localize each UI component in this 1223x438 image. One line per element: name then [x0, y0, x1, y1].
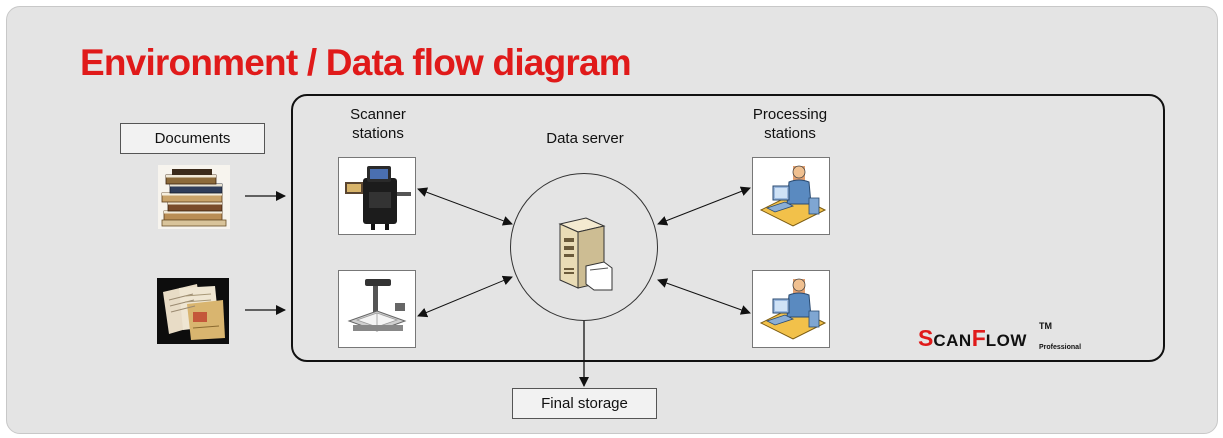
server-processing2-arrow [657, 278, 751, 315]
scanner-station-2 [338, 270, 416, 348]
loose-documents-icon [157, 278, 229, 344]
scanner1-server-arrow [417, 187, 513, 226]
processing-label-line-1: Processing [752, 106, 828, 123]
processing-stations-label: Processing stations [735, 105, 845, 143]
logo-s: S [918, 325, 934, 351]
logo-f: F [971, 325, 986, 351]
operator-workstation-icon [759, 165, 827, 227]
data-server-node [510, 173, 658, 321]
production-scanner-icon [345, 166, 411, 230]
server-icon [558, 217, 613, 291]
final-storage-label: Final storage [512, 388, 657, 419]
book-scanner-icon [347, 279, 407, 332]
data-server-label: Data server [546, 130, 624, 147]
scanner-stations-label: Scanner stations [340, 105, 416, 143]
processing-station-1 [752, 157, 830, 235]
scanner-label-line-2: stations [352, 125, 404, 142]
processing-label-line-2: stations [764, 125, 816, 142]
server-processing1-arrow [657, 186, 751, 226]
scanflow-logo: SCANFLOW TM Professional [918, 321, 1081, 352]
diagram-title: Environment / Data flow diagram [80, 42, 632, 83]
scanner-label-line-1: Scanner [350, 106, 406, 123]
logo-can: CAN [933, 331, 972, 350]
logo-trademark: TM [1039, 321, 1052, 331]
operator-workstation-icon [759, 278, 827, 340]
scanner2-server-arrow [417, 275, 513, 318]
processing-station-2 [752, 270, 830, 348]
environment-boundary [291, 94, 1165, 362]
scanner-station-1 [338, 157, 416, 235]
logo-low: LOW [985, 331, 1027, 350]
logo-edition: Professional [1039, 344, 1082, 351]
books-stack-icon [158, 165, 230, 229]
documents-label: Documents [120, 123, 265, 154]
